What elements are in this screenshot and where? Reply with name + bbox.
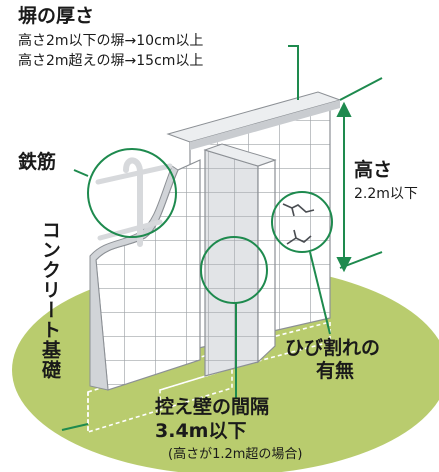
crack-label-line2: 有無 <box>316 360 355 382</box>
buttress-callout <box>200 236 268 304</box>
wall-cut-end <box>89 159 201 391</box>
rebar-label: 鉄筋 <box>18 151 57 173</box>
crack-label-line1: ひび割れの <box>285 337 381 359</box>
crack-icon <box>282 203 315 245</box>
height-title: 高さ <box>354 159 393 181</box>
callout-circles <box>87 148 333 304</box>
crack-callout <box>271 191 333 253</box>
height-arrow-icon <box>336 101 352 273</box>
thickness-rule-low: 高さ2m以下の塀→10cm以上 <box>18 33 204 49</box>
height-value: 2.2m以下 <box>354 186 418 202</box>
thickness-title: 塀の厚さ <box>18 5 95 27</box>
buttress <box>203 143 277 377</box>
foundation-label: コンクリート基礎 <box>39 220 61 380</box>
thickness-rule-high: 高さ2m超えの塀→15cm以上 <box>18 53 204 69</box>
rebar-icon <box>95 157 173 247</box>
buttress-label-line1: 控え壁の間隔 <box>155 396 270 418</box>
rebar-callout <box>87 148 177 238</box>
buttress-note: (高さが1.2m超の場合) <box>168 447 303 462</box>
buttress-label-line2: 3.4m以下 <box>155 420 247 442</box>
